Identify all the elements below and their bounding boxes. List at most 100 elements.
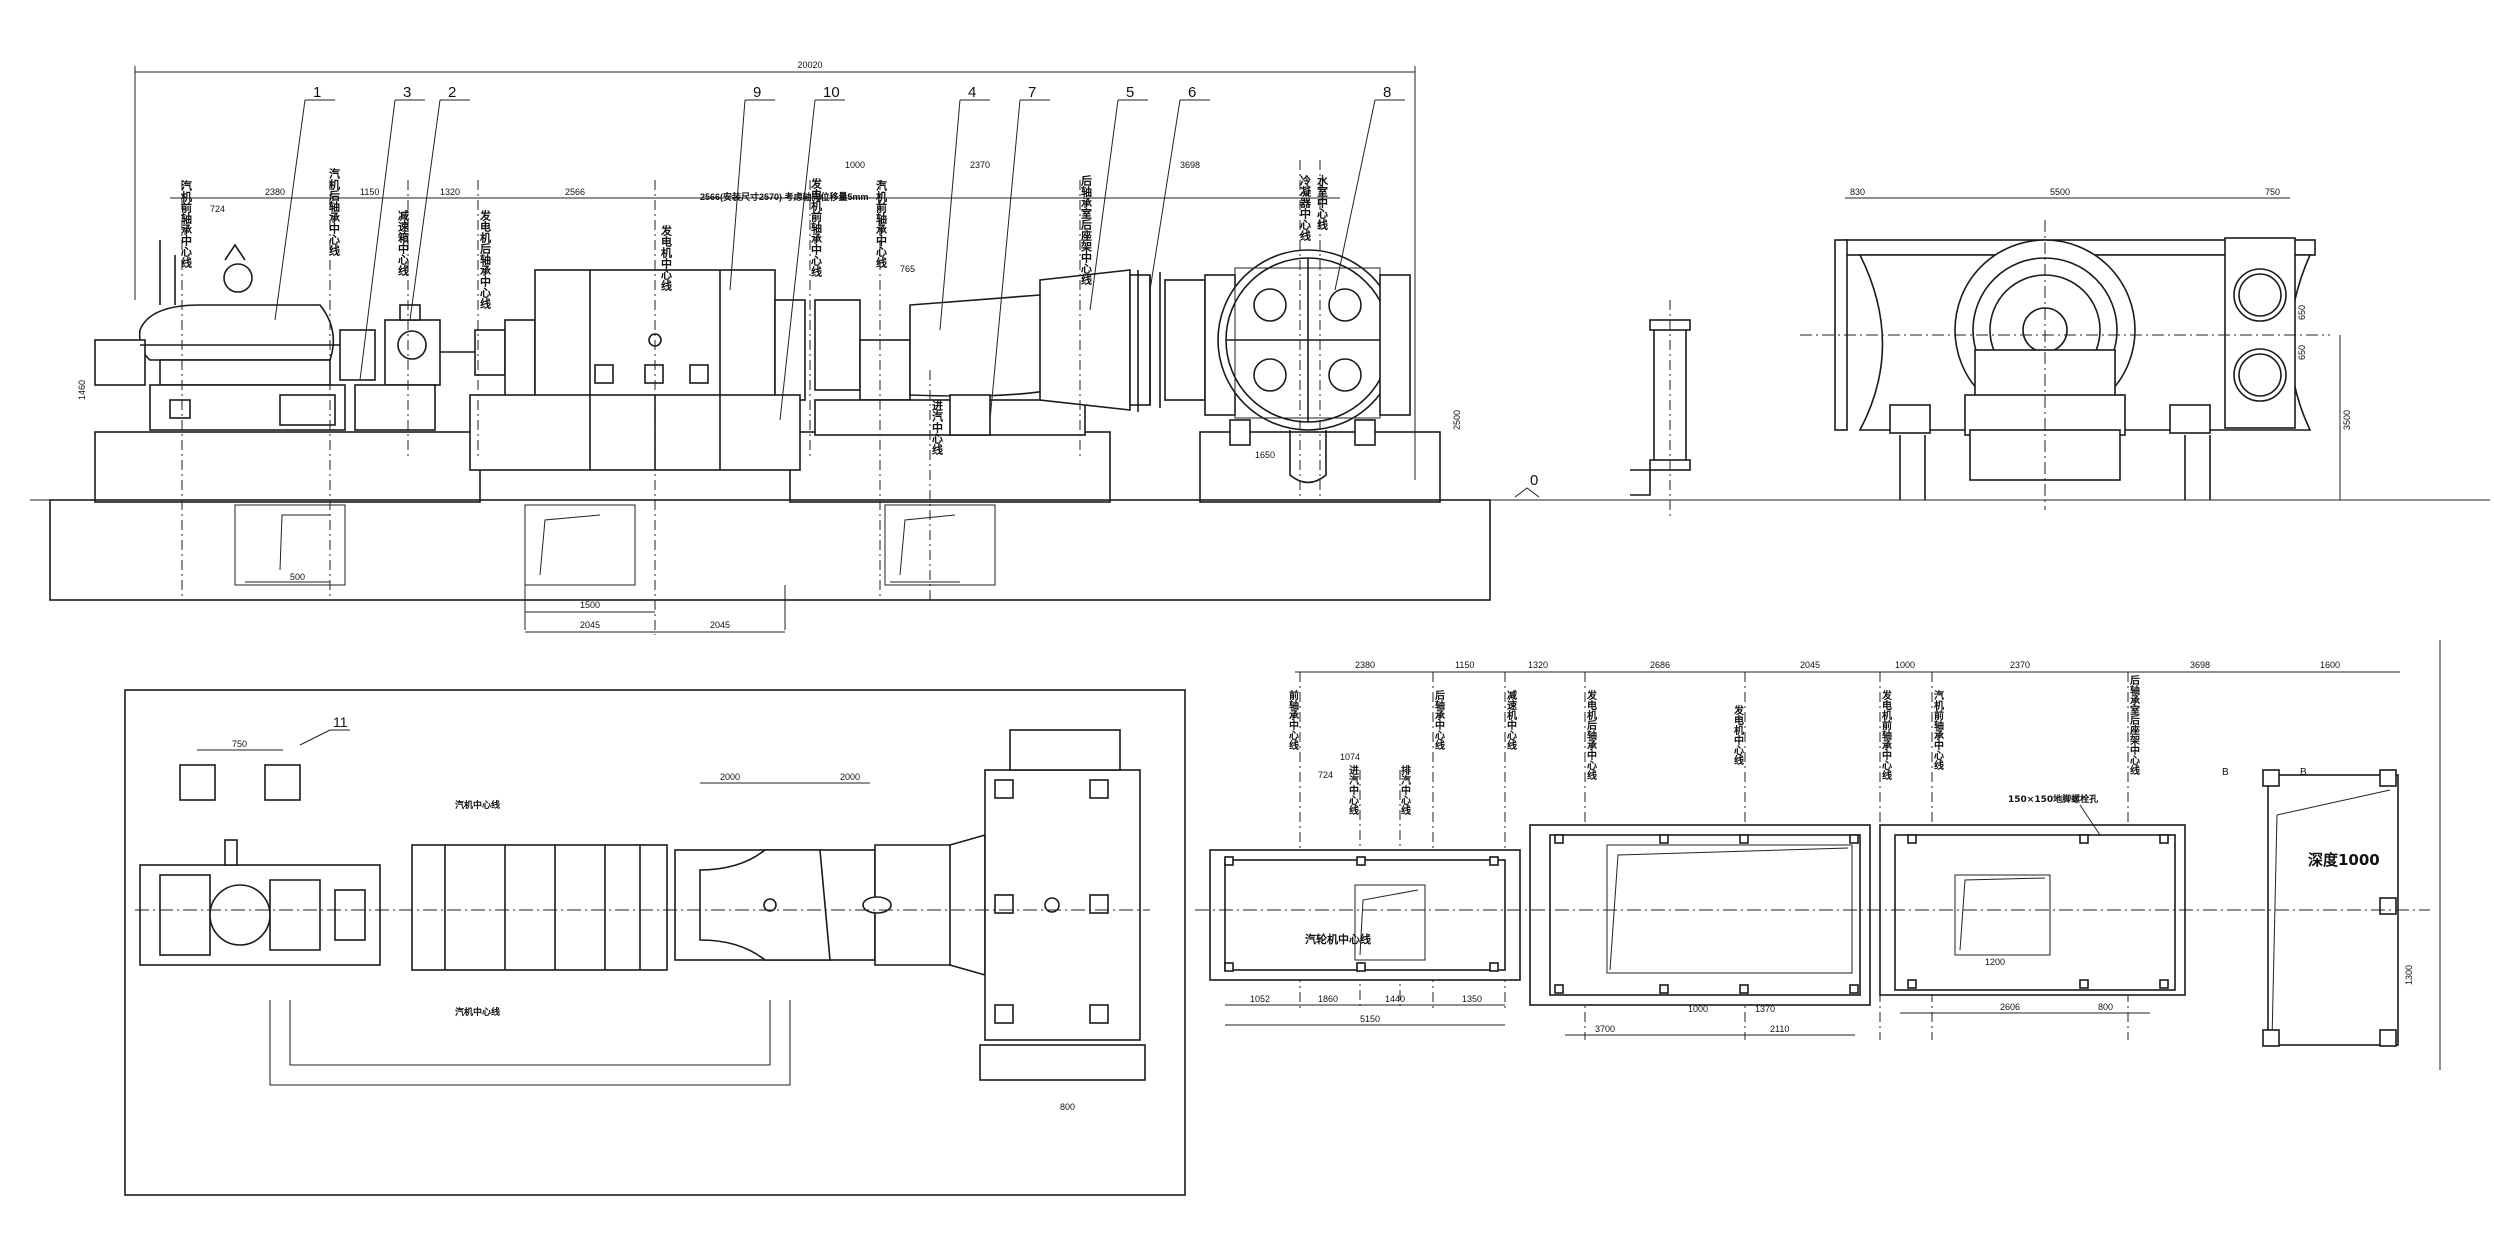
dim-1000: 1000 bbox=[845, 160, 865, 170]
part-number-3: 3 bbox=[403, 84, 411, 101]
fdn-depth-label: 深度1000 bbox=[2308, 851, 2380, 869]
side-dim-650-b: 650 bbox=[2297, 345, 2307, 360]
fdn-dim-724: 724 bbox=[1318, 770, 1333, 780]
dim-2380: 2380 bbox=[265, 187, 285, 197]
exhaust-duct bbox=[1039, 269, 1206, 412]
fdn-section-mark-right: B bbox=[2300, 767, 2307, 778]
plan-generator bbox=[411, 844, 668, 971]
fdn-bdim-1200: 1200 bbox=[1985, 957, 2005, 967]
fdn-label-steam-inlet: 进汽中心线 bbox=[1347, 764, 1359, 816]
part-number-2: 2 bbox=[448, 84, 456, 101]
dim-1500: 1500 bbox=[580, 600, 600, 610]
side-pump bbox=[1630, 300, 1691, 520]
ground-marker bbox=[1514, 487, 1540, 498]
label-steam-inlet: 进汽中心线 bbox=[931, 399, 944, 456]
fdn-top-dims: 2380 1150 1320 2686 2045 1000 2370 3698 … bbox=[1355, 660, 2340, 670]
side-dim-3500: 3500 bbox=[2342, 410, 2352, 430]
fdn-bdim-1300: 1300 bbox=[2404, 965, 2414, 985]
plan-dim-2000-a: 2000 bbox=[720, 772, 740, 782]
part-number-4: 4 bbox=[968, 84, 976, 101]
dim-724: 724 bbox=[210, 204, 225, 214]
part-leaders bbox=[274, 99, 1405, 421]
side-dim-650-a: 650 bbox=[2297, 305, 2307, 320]
foundation-view: 2380 1150 1320 2686 2045 1000 2370 3698 … bbox=[1195, 640, 2441, 1070]
part-number-10: 10 bbox=[823, 84, 840, 101]
steam-turbine bbox=[94, 240, 346, 431]
fdn-label-rear-bearing: 后轴承中心线 bbox=[1433, 689, 1445, 751]
label-condenser-center: 冷凝器中心线 bbox=[1299, 174, 1313, 242]
fdn-dim-3698: 3698 bbox=[2190, 660, 2210, 670]
plan-base-rail bbox=[269, 1000, 791, 1086]
fdn-dim-1000: 1000 bbox=[1895, 660, 1915, 670]
plan-dim-2000-b: 2000 bbox=[840, 772, 860, 782]
label-rear-bearing-frame: 后轴承室后座架中心线 bbox=[1080, 174, 1094, 286]
part-number-5: 5 bbox=[1126, 84, 1134, 101]
gearbox-pedestal bbox=[789, 431, 1111, 503]
label-gen-rear-bearing: 发电机后轴承中心线 bbox=[479, 209, 493, 310]
fdn-dim-1320: 1320 bbox=[1528, 660, 1548, 670]
fdn-label-gen-rear-bearing: 发电机后轴承中心线 bbox=[1585, 689, 1598, 781]
fdn-bdim-1052: 1052 bbox=[1250, 994, 1270, 1004]
fdn-label-reducer: 减速机中心线 bbox=[1505, 689, 1517, 751]
plan-turbine-body bbox=[674, 833, 986, 977]
fdn-bdim-1350: 1350 bbox=[1462, 994, 1482, 1004]
fdn-vertical-labels: 前轴承中心线 进汽中心线 排汽中心线 后轴承中心线 减速机中心线 发电机后轴承中… bbox=[1287, 674, 2141, 816]
fdn-bdim-1440: 1440 bbox=[1385, 994, 1405, 1004]
dim-765: 765 bbox=[900, 264, 915, 274]
label-turbine-front-bearing-2: 汽机前轴承中心线 bbox=[875, 179, 888, 269]
fdn-label-generator: 发电机中心线 bbox=[1732, 704, 1745, 766]
plan-view: 750 11 bbox=[124, 689, 1186, 1196]
label-turbine-front-bearing: 汽机前轴承中心线 bbox=[180, 179, 193, 269]
ground-mark-text: 0 bbox=[1530, 472, 1538, 489]
vertical-labels: 汽机前轴承中心线 汽机后轴承中心线 减速箱中心线 发电机后轴承中心线 发电机中心… bbox=[180, 167, 1329, 456]
alignment-note: 2566(安装尺寸2570) 考虑轴向位移量5mm bbox=[700, 191, 869, 202]
label-turbine-rear-bearing: 汽机后轴承中心线 bbox=[328, 167, 341, 257]
fdn-bdim-800: 800 bbox=[2098, 1002, 2113, 1012]
plan-label-bottom: 汽机中心线 bbox=[455, 1006, 500, 1018]
plan-label-top: 汽机中心线 bbox=[455, 799, 500, 811]
label-gearbox-center: 减速箱中心线 bbox=[397, 209, 410, 277]
fdn-dim-2370: 2370 bbox=[2010, 660, 2030, 670]
generator bbox=[469, 269, 806, 471]
dim-1460: 1460 bbox=[77, 380, 87, 400]
fdn-dim-1600: 1600 bbox=[2320, 660, 2340, 670]
dim-1650: 1650 bbox=[1255, 450, 1275, 460]
centerlines bbox=[181, 160, 1321, 635]
pit-recesses bbox=[234, 504, 996, 586]
fdn-anchor-bolts bbox=[1224, 769, 2397, 1047]
condenser-pedestal bbox=[1199, 431, 1441, 503]
plan-condenser bbox=[979, 729, 1146, 1081]
label-gen-front-bearing: 发电机前轴承中心线 bbox=[810, 177, 824, 278]
dim-2500: 2500 bbox=[1452, 410, 1462, 430]
side-pipes bbox=[2224, 237, 2296, 429]
fdn-label-front-bearing: 前轴承中心线 bbox=[1287, 689, 1299, 751]
dim-1150: 1150 bbox=[360, 187, 379, 197]
fdn-bdim-1370: 1370 bbox=[1755, 1004, 1775, 1014]
plan-dim-800: 800 bbox=[1060, 1102, 1075, 1112]
fdn-label-rear-frame: 后轴承室后座架中心线 bbox=[2128, 674, 2141, 776]
side-view: 830 5500 750 3500 650 650 bbox=[1630, 187, 2352, 520]
side-dim-5500: 5500 bbox=[2050, 187, 2070, 197]
condenser bbox=[1204, 249, 1411, 484]
dim-2045-b: 2045 bbox=[710, 620, 730, 630]
fdn-bottom-dim-lines bbox=[1225, 1004, 2150, 1036]
turbine-pedestal bbox=[94, 431, 481, 503]
fdn-dim-1150: 1150 bbox=[1455, 660, 1474, 670]
part-number-7: 7 bbox=[1028, 84, 1036, 101]
fdn-dim-1074: 1074 bbox=[1340, 752, 1360, 762]
fdn-bdim-1860: 1860 bbox=[1318, 994, 1338, 1004]
bottom-dim-lines bbox=[245, 581, 960, 633]
plan-part-number-11: 11 bbox=[333, 714, 348, 730]
part-number-9: 9 bbox=[753, 84, 761, 101]
label-generator-center: 发电机中心线 bbox=[660, 224, 674, 292]
overall-dim-text: 20020 bbox=[797, 60, 822, 70]
dim-2566: 2566 bbox=[565, 187, 585, 197]
fdn-bdim-2606: 2606 bbox=[2000, 1002, 2020, 1012]
fdn-bdim-3700: 3700 bbox=[1595, 1024, 1615, 1034]
fdn-label-turbine-front-bearing: 汽机前轴承中心线 bbox=[1932, 689, 1944, 771]
elevation-view: 20020 2380 724 1150 1320 2566 1000 2370 … bbox=[30, 60, 2490, 635]
plan-frame bbox=[124, 689, 1186, 1196]
plan-turbine-skid bbox=[139, 839, 381, 966]
fdn-outlines bbox=[1209, 774, 2399, 1046]
